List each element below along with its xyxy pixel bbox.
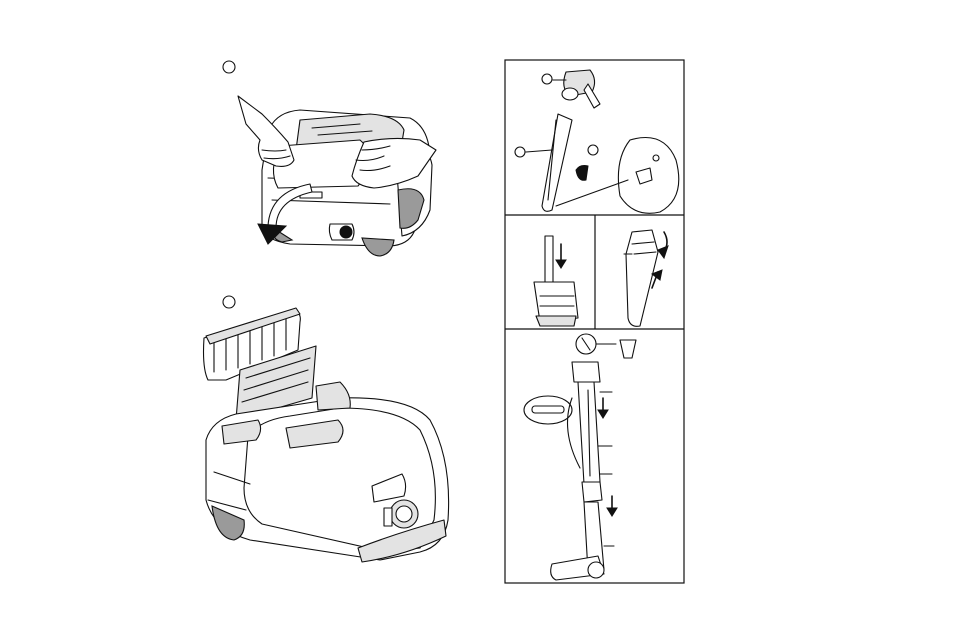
down-arrow-icon xyxy=(598,398,608,418)
handle-detail-icon xyxy=(576,334,636,358)
hose-handle-icon xyxy=(553,70,600,108)
step-2-illustration xyxy=(204,296,449,562)
step-1-illustration xyxy=(223,61,436,256)
panel-marker-a2 xyxy=(515,147,525,157)
panel-a-tools xyxy=(515,70,679,213)
accessory-panels xyxy=(505,60,684,583)
detail-circle xyxy=(556,138,679,214)
panel-b-attach xyxy=(534,236,578,326)
panel-marker-a3 xyxy=(588,145,598,155)
upholstery-brush-icon xyxy=(576,166,588,181)
down-arrow-icon xyxy=(556,244,566,268)
down-arrow-icon xyxy=(607,496,617,516)
panel-marker-a1 xyxy=(542,74,552,84)
step-marker-2 xyxy=(223,296,235,308)
crevice-tool-icon xyxy=(526,114,572,211)
panel-c-clip xyxy=(624,230,668,326)
step-marker-1 xyxy=(223,61,235,73)
panel-d-assembly xyxy=(524,334,636,580)
clip-arrow-icon xyxy=(658,232,668,258)
